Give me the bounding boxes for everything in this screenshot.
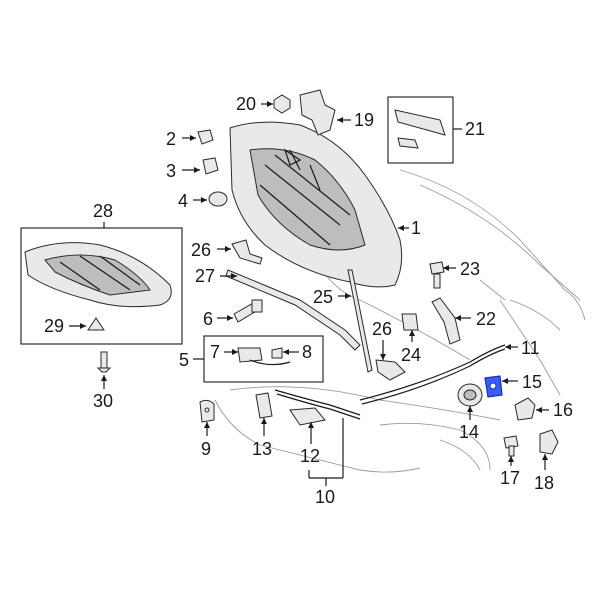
callout-24: 24 — [401, 345, 421, 365]
bracket-part-13 — [255, 392, 273, 419]
release-cable-10 — [274, 389, 361, 420]
callout-22: 22 — [476, 309, 496, 329]
callout-7: 7 — [210, 342, 220, 362]
bracket-part-16 — [514, 397, 536, 421]
callout-27: 27 — [195, 266, 215, 286]
bracket-part-26-upper — [231, 239, 263, 265]
release-box-5 — [203, 335, 324, 383]
nut-part-20 — [273, 94, 291, 114]
hood-strut-25 — [347, 269, 373, 373]
release-cable-11 — [359, 344, 506, 405]
release-handle-12 — [289, 407, 326, 426]
callout-25: 25 — [313, 287, 333, 307]
bolt-part-6 — [233, 299, 263, 323]
callout-28: 28 — [93, 201, 113, 221]
callout-10: 10 — [315, 487, 335, 507]
callout-3: 3 — [166, 161, 176, 181]
callout-16: 16 — [553, 400, 573, 420]
callout-26-upper: 26 — [191, 240, 211, 260]
callout-8: 8 — [302, 342, 312, 362]
insulator-box-21 — [387, 96, 454, 164]
callout-29: 29 — [44, 316, 64, 336]
clip-part-29 — [87, 317, 105, 331]
engine-cover-box-28 — [20, 227, 183, 345]
callout-12: 12 — [300, 446, 320, 466]
bumper-part-4 — [208, 191, 228, 207]
clip-part-18 — [539, 429, 559, 455]
bracket-part-19 — [299, 89, 336, 136]
callout-5: 5 — [179, 350, 189, 370]
callout-30: 30 — [93, 391, 113, 411]
callout-18: 18 — [534, 473, 554, 493]
callout-6: 6 — [203, 309, 213, 329]
callout-14: 14 — [459, 422, 479, 442]
callout-labels: 1 2 3 4 20 19 21 28 29 30 26 27 6 5 7 8 … — [44, 94, 573, 507]
seal-strip-27 — [225, 269, 361, 351]
callout-21: 21 — [465, 119, 485, 139]
hinge-part-22 — [431, 297, 461, 345]
callout-23: 23 — [460, 259, 480, 279]
bolt-part-30 — [96, 351, 112, 373]
hood-part — [229, 121, 403, 288]
latch-part-15-highlighted — [484, 375, 503, 398]
bolt-part-23 — [429, 261, 445, 289]
callout-26-lower: 26 — [372, 319, 392, 339]
callout-1: 1 — [411, 218, 421, 238]
callout-20: 20 — [236, 94, 256, 114]
arrowheads — [80, 101, 548, 462]
bumper-part-3 — [202, 157, 219, 175]
bracket-part-9 — [199, 399, 215, 423]
callout-2: 2 — [166, 129, 176, 149]
callout-19: 19 — [354, 110, 374, 130]
bolt-part-17 — [503, 435, 519, 457]
callout-9: 9 — [201, 439, 211, 459]
callout-11: 11 — [521, 338, 540, 358]
callout-17: 17 — [500, 468, 520, 488]
bushing-part-24 — [401, 313, 419, 331]
callout-13: 13 — [252, 439, 272, 459]
bracket-part-26-lower — [375, 359, 406, 381]
bumper-part-2 — [197, 129, 214, 145]
callout-15: 15 — [522, 372, 542, 392]
callout-4: 4 — [178, 191, 188, 211]
grommet-part-14 — [457, 383, 483, 407]
